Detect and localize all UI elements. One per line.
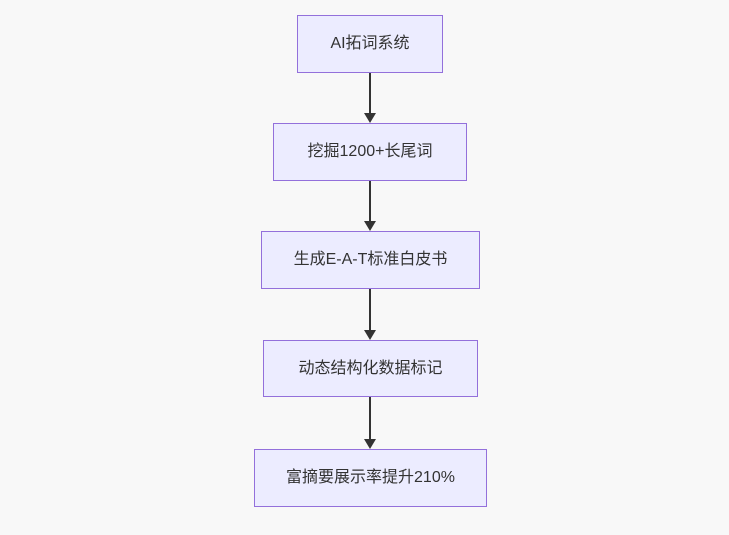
arrow-down-icon <box>364 113 376 123</box>
flow-node-ai-keyword-system: AI拓词系统 <box>297 15 443 73</box>
flow-node-longtail-mining: 挖掘1200+长尾词 <box>273 123 467 181</box>
flow-node-structured-data-markup: 动态结构化数据标记 <box>263 340 478 397</box>
arrow-line <box>369 181 371 221</box>
arrow-line <box>369 289 371 330</box>
arrow-down-icon <box>364 221 376 231</box>
flow-edge-2 <box>364 181 376 231</box>
flow-edge-3 <box>364 289 376 340</box>
arrow-line <box>369 397 371 439</box>
arrow-down-icon <box>364 330 376 340</box>
arrow-line <box>369 73 371 113</box>
flow-node-eat-whitepaper: 生成E-A-T标准白皮书 <box>261 231 480 289</box>
arrow-down-icon <box>364 439 376 449</box>
flow-node-rich-snippet-uplift: 富摘要展示率提升210% <box>254 449 487 507</box>
flow-edge-1 <box>364 73 376 123</box>
flow-edge-4 <box>364 397 376 449</box>
